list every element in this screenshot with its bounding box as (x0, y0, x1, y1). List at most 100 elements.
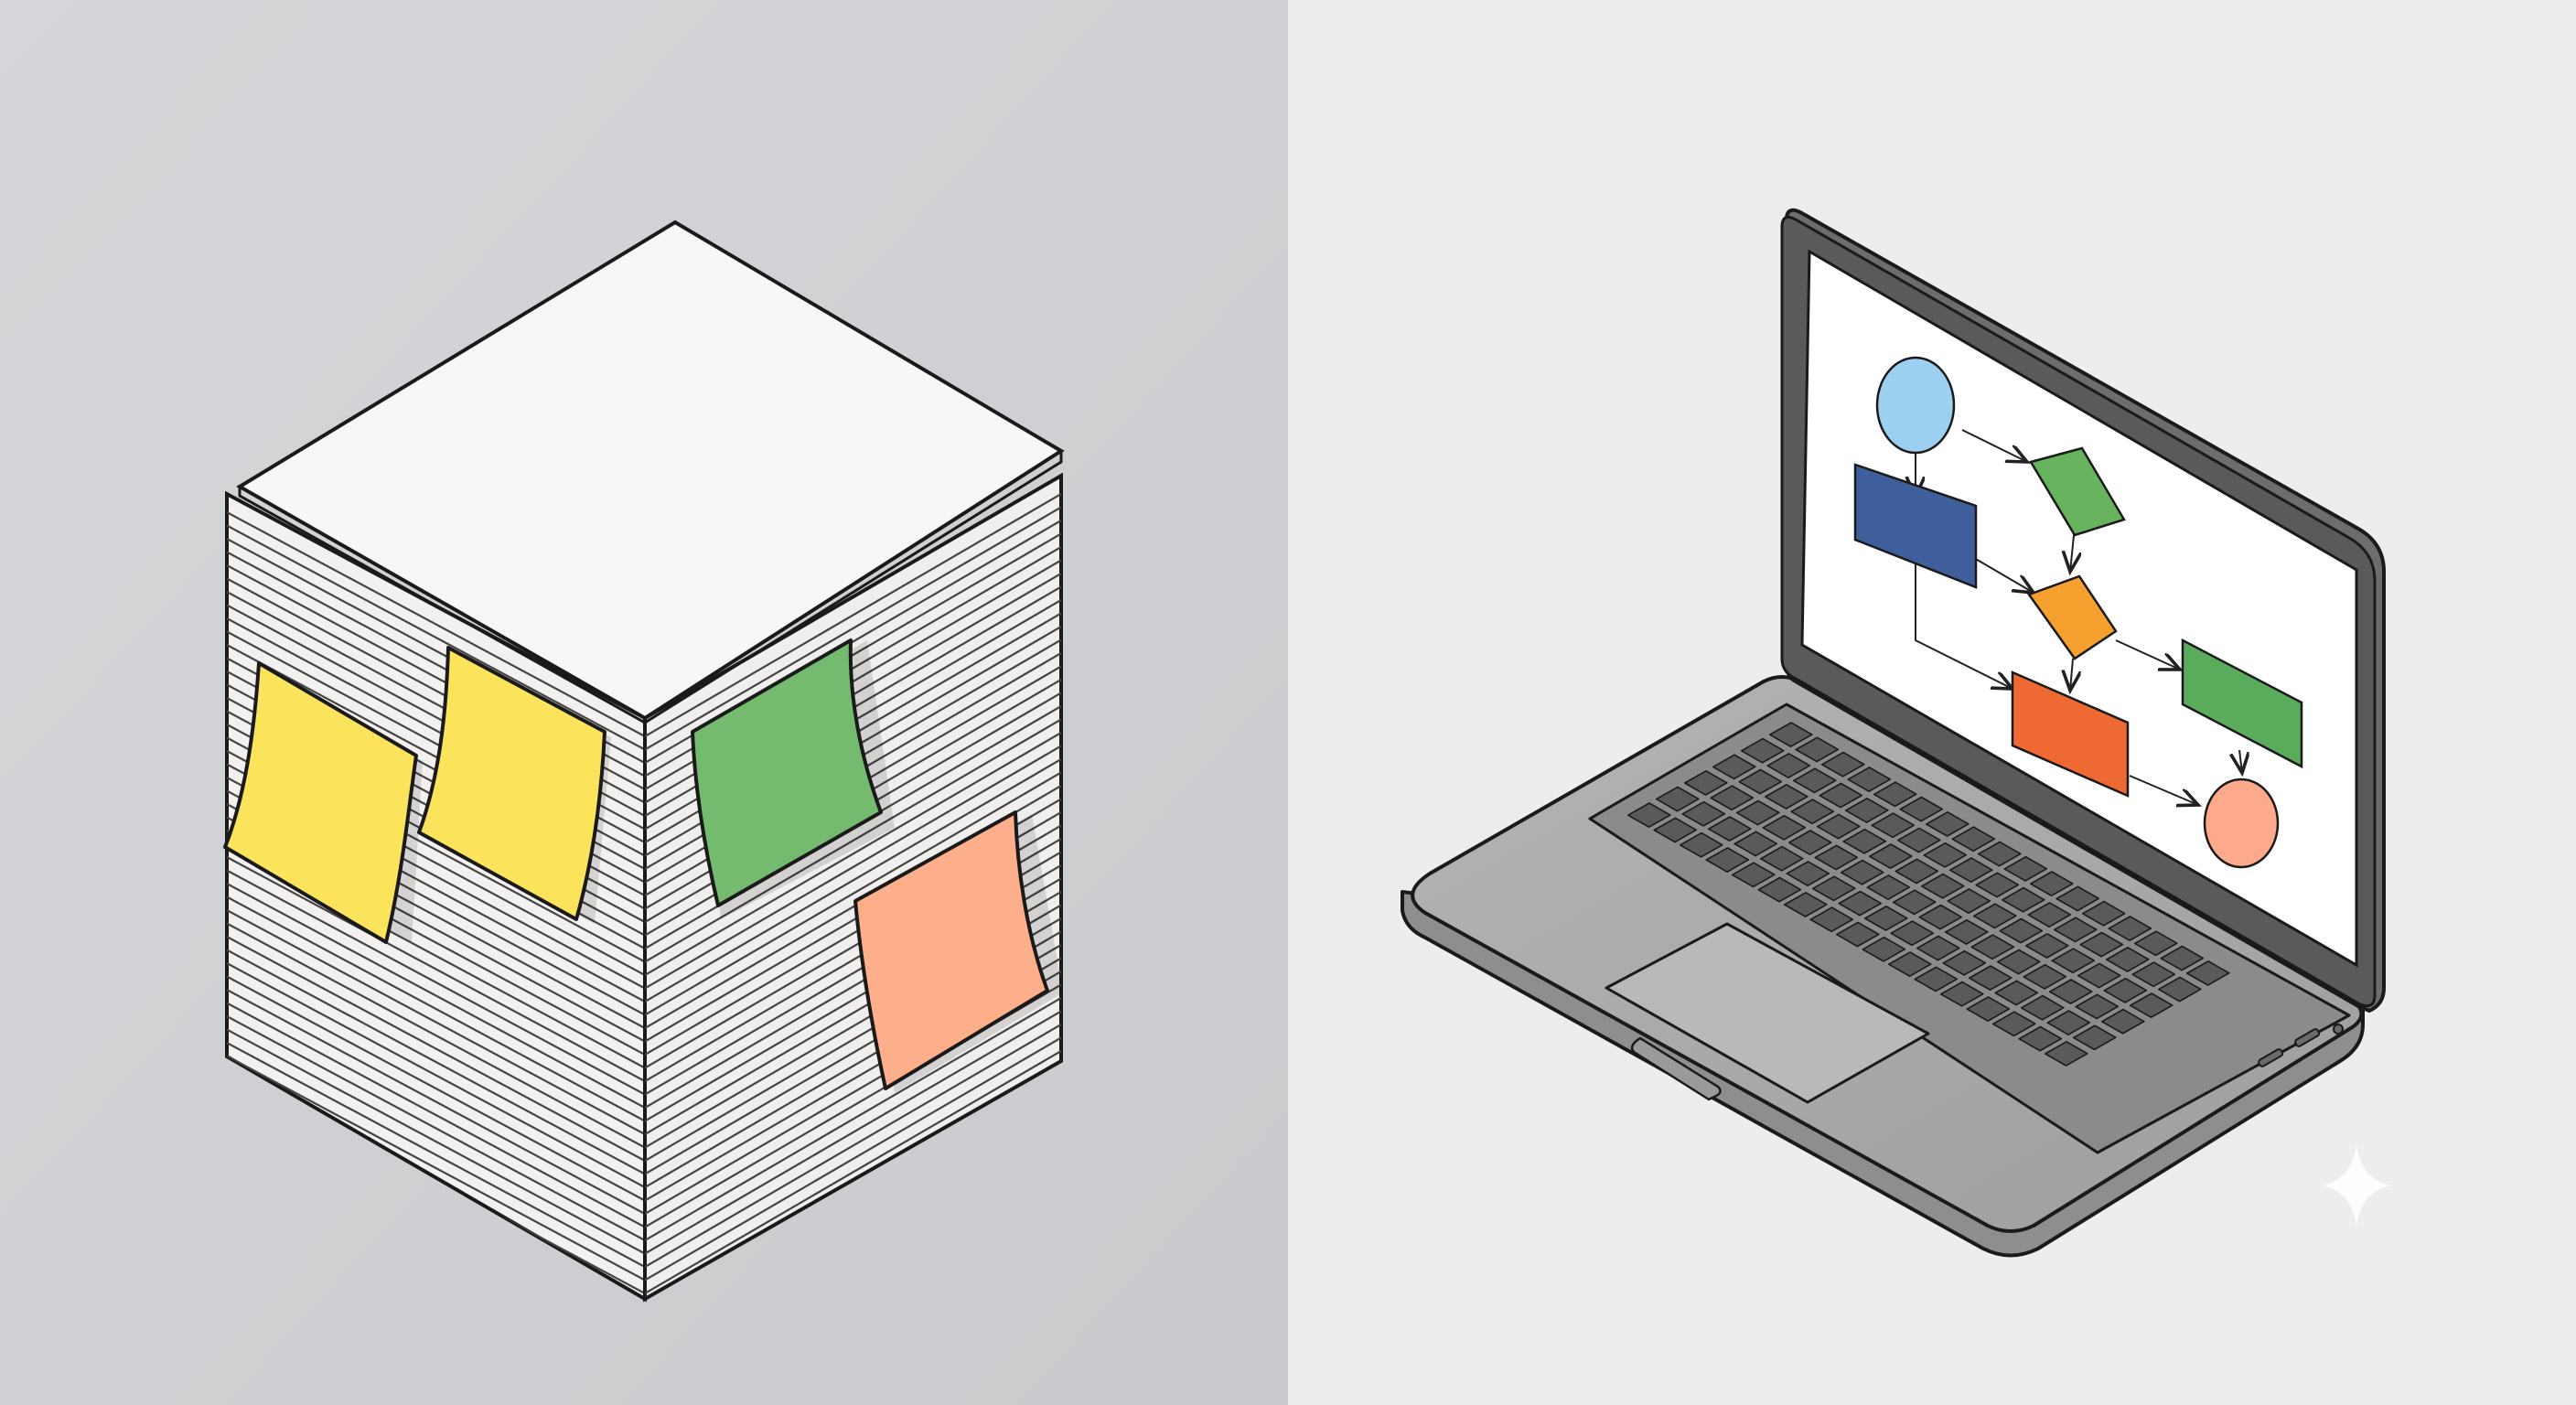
keyboard-key (1712, 754, 1756, 780)
keyboard-key (1947, 888, 1991, 914)
keyboard-key (1757, 876, 1802, 903)
keyboard-key (2024, 932, 2069, 959)
flowchart-blue-box (1853, 463, 1978, 589)
keyboard-key (2051, 948, 2096, 974)
laptop-panel (1288, 0, 2576, 1405)
flowchart-red-box (2011, 670, 2130, 798)
yellow-sticky-note-1 (223, 661, 418, 944)
keyboard-key (2018, 1025, 2063, 1052)
keyboard-key (1991, 1011, 2036, 1037)
keyboard-key (1783, 891, 1828, 917)
keyboard-key (1863, 905, 1908, 931)
keyboard-key (1759, 845, 1804, 872)
keyboard-key (1972, 903, 2017, 929)
keyboard-key (1873, 781, 1917, 808)
keyboard-key (1683, 769, 1728, 796)
keyboard-key (1892, 889, 1937, 916)
keyboard-key (1733, 831, 1778, 857)
keyboard-key (1681, 800, 1726, 827)
keyboard-key (2131, 961, 2176, 988)
keyboard-key (1975, 872, 2020, 898)
keyboard-key (1786, 861, 1830, 886)
keyboard-key (2103, 977, 2148, 1003)
keyboard-key (1894, 858, 1939, 885)
keyboard-key (1740, 737, 1785, 764)
keyboard-key (1809, 906, 1854, 933)
keyboard-key (2108, 916, 2152, 941)
keyboard-key (2105, 947, 2150, 972)
keyboard-key (1705, 847, 1750, 873)
stack-right-face (643, 472, 1063, 1303)
keyboard-key (1918, 904, 1963, 930)
keyboard-keys (1626, 722, 2230, 1067)
keyboard-key (1944, 918, 1989, 945)
keyboard-key (1966, 996, 2011, 1022)
trackpad (1605, 922, 1930, 1104)
yellow-sticky-note-2 (417, 646, 606, 921)
keyboard-key (2185, 960, 2230, 986)
keyboard-key (2001, 886, 2045, 913)
keyboard-key (1866, 874, 1911, 900)
keyboard-key (1764, 783, 1809, 810)
keyboard-key (1890, 920, 1935, 947)
keyboard-key (1968, 965, 2012, 992)
keyboard-key (2048, 979, 2093, 1005)
keyboard-key (1840, 859, 1884, 885)
keyboard-key (1977, 841, 2022, 867)
keyboard-key (1868, 843, 1913, 870)
keyboard-key (1914, 966, 1959, 992)
keyboard-key (1626, 802, 1671, 829)
keyboard-key (2100, 1008, 2145, 1035)
keyboard-key (2023, 963, 2067, 990)
keyboard-key (2053, 917, 2098, 943)
keyboard-key (1844, 797, 1889, 823)
sparkle-icon (2323, 1143, 2390, 1228)
keyboard-key (1814, 844, 1859, 871)
flowchart-end-circle (2203, 778, 2280, 869)
keyboard-key (2129, 992, 2174, 1019)
keyboard-key (1923, 842, 1968, 868)
keyboard-key (1766, 753, 1811, 778)
keyboard-key (1710, 785, 1755, 811)
keyboard-key (1795, 736, 1840, 763)
keyboard-key (1820, 751, 1865, 778)
laptop-illustration (1288, 0, 2576, 1405)
keyboard-key (1762, 814, 1807, 841)
keyboard-key (2072, 1024, 2117, 1051)
keyboard-key (1738, 768, 1783, 795)
flowchart-diagram (1853, 356, 2303, 869)
keyboard-key (1925, 810, 1970, 837)
keyboard-key (1842, 828, 1887, 854)
side-ports (2258, 1024, 2344, 1067)
keyboard-key (2075, 993, 2120, 1020)
keyboard-key (1847, 767, 1892, 792)
flowchart-start-circle (1875, 356, 1956, 455)
keyboard-key (2079, 931, 2124, 958)
keyboard-key (2133, 930, 2178, 957)
keyboard-key (1731, 862, 1776, 888)
keyboard-key (1996, 949, 2041, 975)
keyboard-key (1920, 873, 1965, 899)
keyboard-key (2081, 900, 2126, 927)
keyboard-key (1916, 935, 1960, 961)
keyboard-key (2027, 902, 2072, 928)
keyboard-key (1887, 951, 1932, 978)
keyboard-key (1970, 934, 2015, 960)
front-notch (1630, 1036, 1722, 1101)
keyboard-key (1951, 826, 1996, 853)
keyboard-key (1735, 799, 1780, 826)
keyboard-key (1816, 813, 1861, 840)
paper-stack-panel (0, 0, 1288, 1405)
keyboard-key (1653, 817, 1698, 843)
keyboard-key (1871, 812, 1916, 839)
keyboard-key (2020, 994, 2065, 1021)
keyboard-key (2046, 1010, 2091, 1035)
keyboard-key (2044, 1041, 2088, 1067)
flowchart-green-parallelogram (2029, 446, 2126, 537)
keyboard-key (1838, 890, 1883, 917)
keyboard-key (1999, 917, 2044, 944)
keyboard-key (2055, 885, 2100, 912)
paper-stack-illustration (0, 0, 1288, 1405)
keyboard-key (1790, 799, 1835, 825)
